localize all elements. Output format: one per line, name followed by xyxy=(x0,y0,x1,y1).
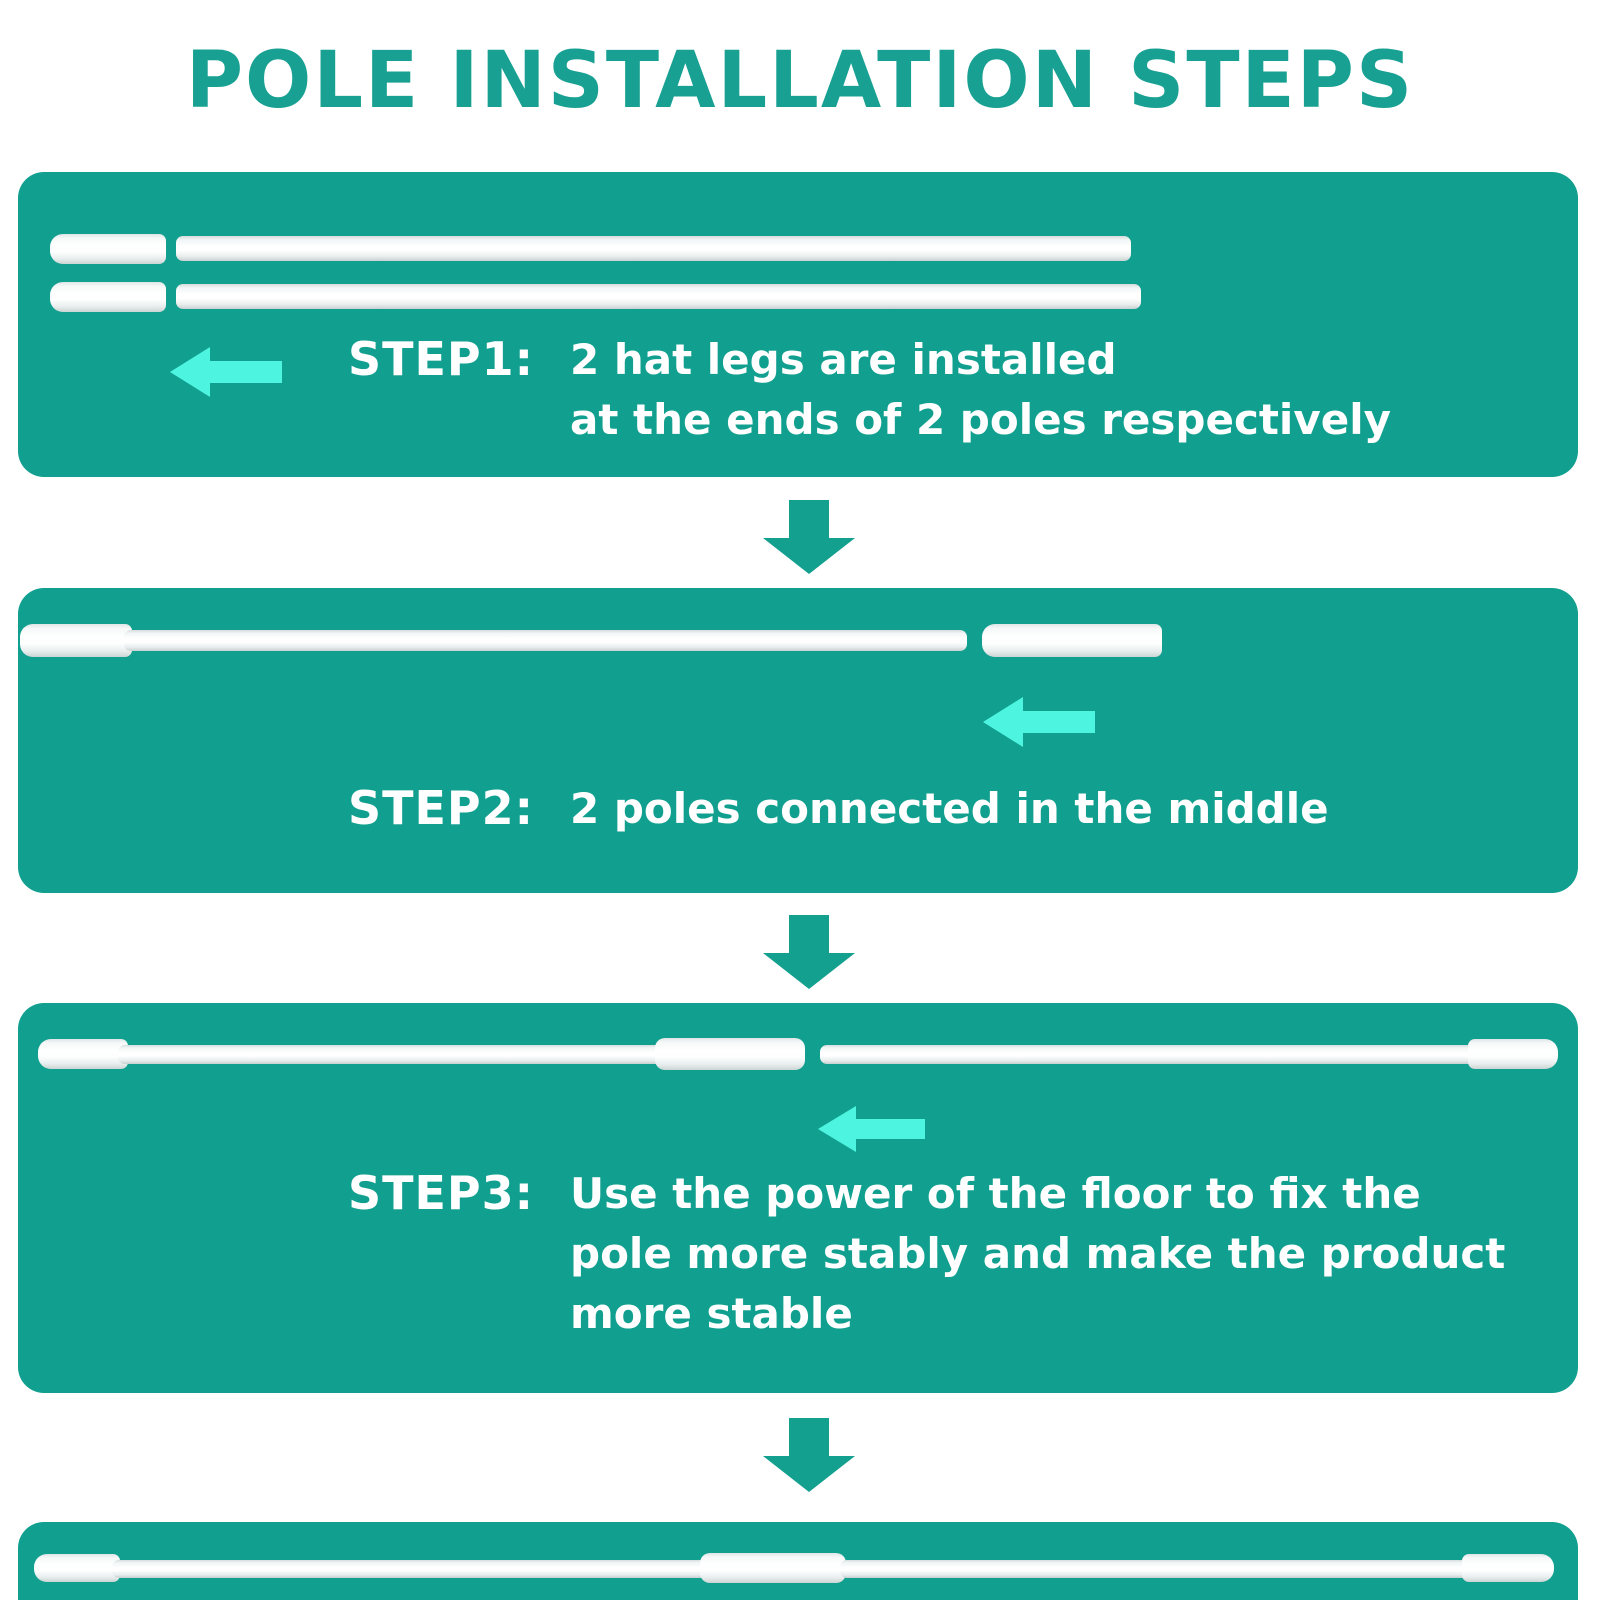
step-1-panel: STEP1: 2 hat legs are installed at the e… xyxy=(18,172,1578,477)
assembled-pole-right-rod xyxy=(840,1560,1470,1578)
step-3-label: STEP3: xyxy=(348,1166,535,1220)
page-title: POLE INSTALLATION STEPS xyxy=(185,36,1415,126)
center-connector xyxy=(655,1038,805,1070)
step-4-panel xyxy=(18,1522,1578,1600)
step-2-body: 2 poles connected in the middle xyxy=(570,784,1329,833)
assembled-pole-left-rod xyxy=(112,1560,712,1578)
connector-sleeve xyxy=(982,624,1162,657)
capped-pole-rod xyxy=(124,630,967,651)
step-1-label: STEP1: xyxy=(348,332,535,386)
step-1-body: 2 hat legs are installed at the ends of … xyxy=(570,335,1391,444)
left-pole-rod xyxy=(118,1045,663,1064)
pole-rod-top xyxy=(176,236,1131,261)
arrow-down-icon-3 xyxy=(763,1418,855,1492)
arrow-left-icon xyxy=(983,697,1095,747)
step-3-body: Use the power of the floor to fix the po… xyxy=(570,1169,1506,1338)
arrow-left-icon xyxy=(818,1106,925,1152)
arrow-left-icon xyxy=(170,347,282,397)
right-pole-cap xyxy=(1468,1039,1558,1069)
capped-pole-cap xyxy=(20,624,132,657)
step-3-panel: STEP3: Use the power of the floor to fix… xyxy=(18,1003,1578,1393)
right-pole-rod xyxy=(820,1045,1480,1064)
pole-rod-bottom xyxy=(176,284,1141,309)
hat-leg-cap-bottom xyxy=(50,282,166,312)
step-2-panel: STEP2: 2 poles connected in the middle xyxy=(18,588,1578,893)
arrow-down-icon-1 xyxy=(763,500,855,574)
assembled-pole-left-cap xyxy=(34,1554,120,1582)
step-2-label: STEP2: xyxy=(348,781,535,835)
assembled-pole-right-cap xyxy=(1462,1554,1554,1582)
hat-leg-cap-top xyxy=(50,234,166,264)
left-pole-cap xyxy=(38,1039,128,1069)
arrow-down-icon-2 xyxy=(763,915,855,989)
assembled-pole-center-connector xyxy=(700,1553,846,1583)
